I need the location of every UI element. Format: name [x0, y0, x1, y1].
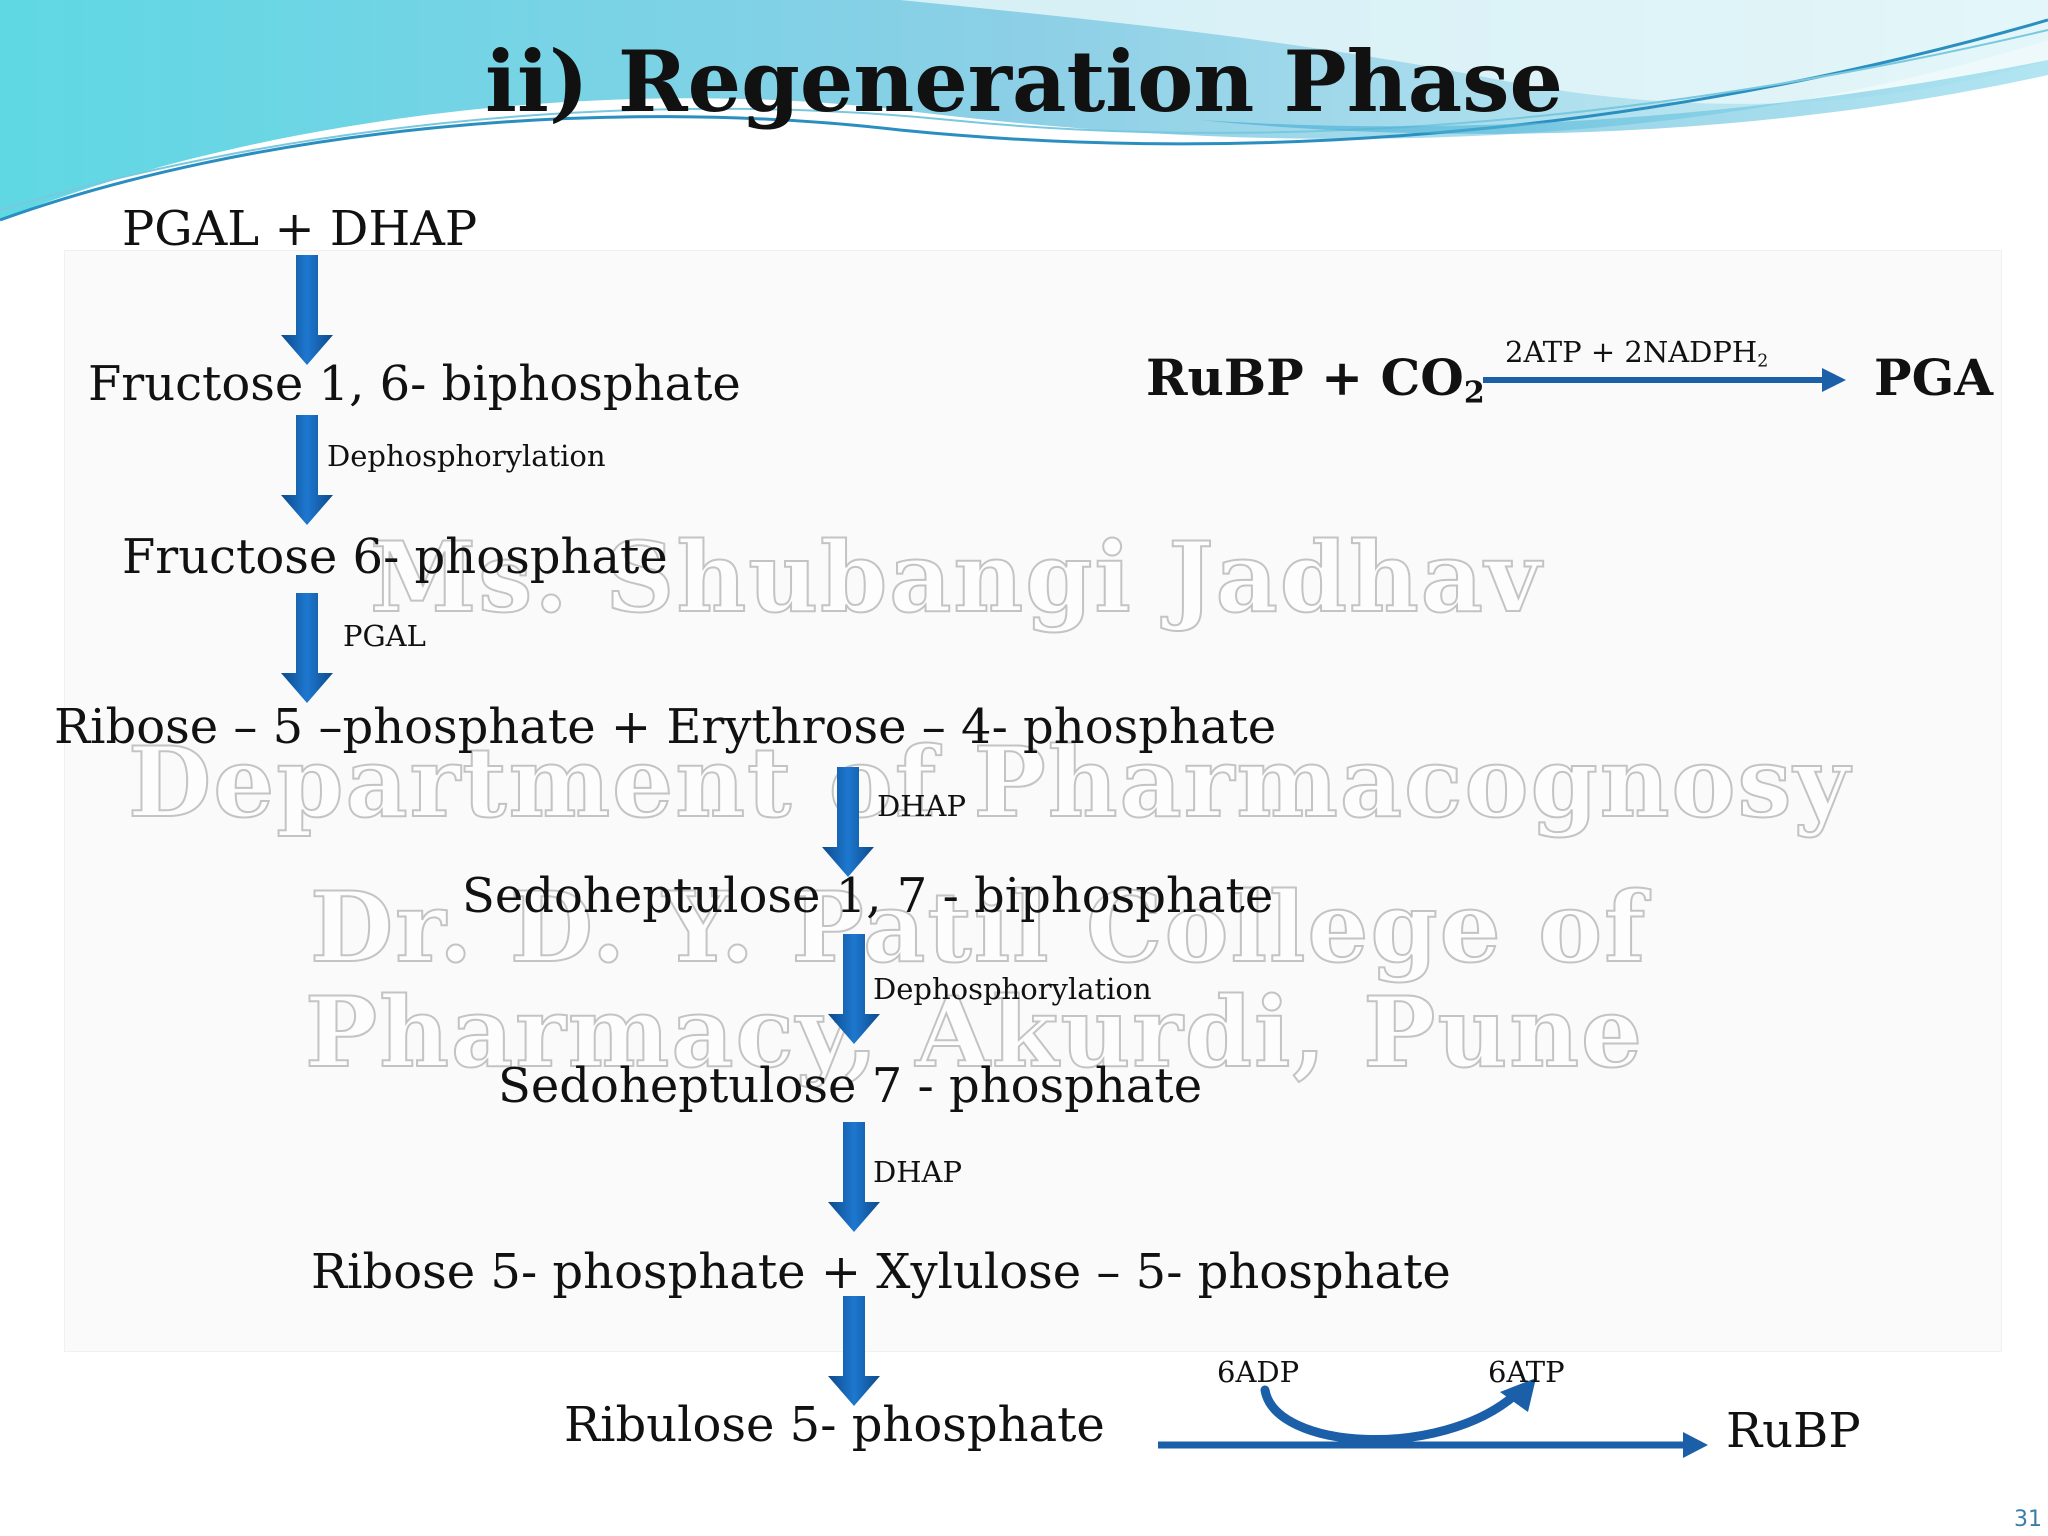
- step-fructose-6-phosphate: Fructose 6- phosphate: [122, 529, 668, 585]
- step-ribose-erythrose: Ribose – 5 –phosphate + Erythrose – 4- p…: [54, 699, 1277, 755]
- label-pgal: PGAL: [343, 619, 426, 653]
- summary-reactant-subscript: 2: [1463, 375, 1485, 411]
- label-dhap-1: DHAP: [877, 789, 966, 823]
- label-dephosphorylation-1: Dephosphorylation: [327, 439, 606, 473]
- summary-reactants: RuBP + CO2: [1146, 353, 1485, 409]
- content-panel: [64, 250, 2002, 1352]
- step-sedoheptulose-1-7-biphosphate: Sedoheptulose 1, 7 - biphosphate: [462, 868, 1274, 924]
- summary-reagents: 2ATP + 2NADPH2: [1505, 338, 1768, 371]
- final-product-rubp: RuBP: [1726, 1403, 1861, 1459]
- label-dephosphorylation-2: Dephosphorylation: [873, 972, 1152, 1006]
- watermark-line-1: Ms. Shubangi Jadhav: [369, 521, 1543, 634]
- watermark-line-4: Pharmacy, Akurdi, Pune: [304, 976, 1645, 1089]
- watermark-line-2: Department of Pharmacognosy: [127, 726, 1852, 839]
- summary-reagent-text: 2ATP + 2NADPH: [1505, 335, 1758, 369]
- slide-title: ii) Regeneration Phase: [485, 32, 1563, 131]
- summary-product-pga: PGA: [1874, 348, 1994, 407]
- slide-number: 31: [2014, 1507, 2042, 1532]
- step-fructose-1-6-biphosphate: Fructose 1, 6- biphosphate: [88, 356, 741, 412]
- summary-reactant-text: RuBP + CO: [1146, 348, 1464, 407]
- label-dhap-2: DHAP: [873, 1155, 962, 1189]
- label-6atp: 6ATP: [1488, 1355, 1565, 1389]
- step-ribose-xylulose: Ribose 5- phosphate + Xylulose – 5- phos…: [311, 1244, 1451, 1300]
- watermark-line-3: Dr. D. Y. Patil College of: [309, 871, 1648, 984]
- step-sedoheptulose-7-phosphate: Sedoheptulose 7 - phosphate: [498, 1058, 1203, 1114]
- label-6adp: 6ADP: [1217, 1355, 1300, 1389]
- summary-reagent-subscript: 2: [1757, 351, 1769, 372]
- step-pgal-dhap: PGAL + DHAP: [122, 201, 478, 257]
- step-ribulose-5-phosphate: Ribulose 5- phosphate: [564, 1397, 1105, 1453]
